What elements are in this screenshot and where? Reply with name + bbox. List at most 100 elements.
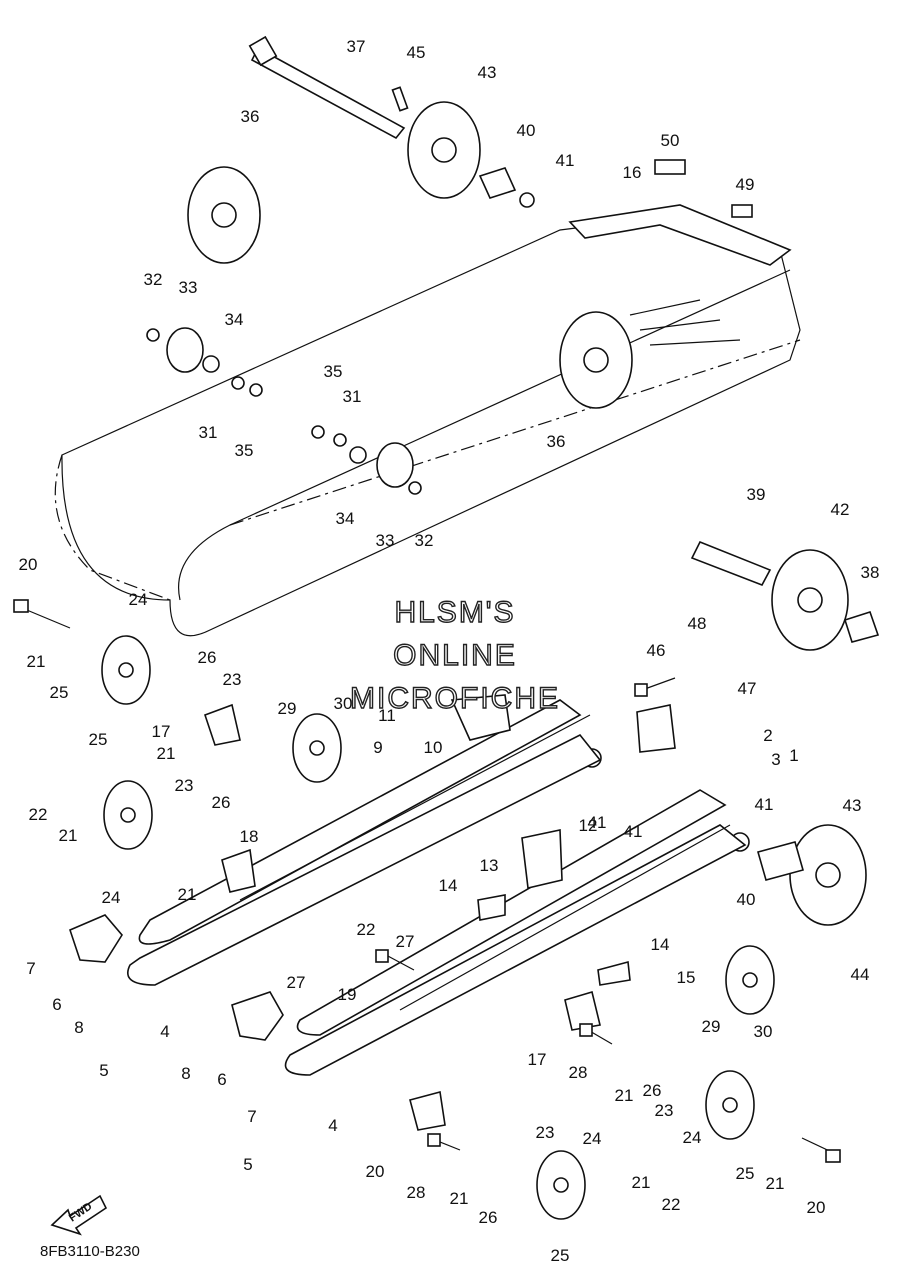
callout-number: 21: [157, 744, 176, 763]
callout-number: 36: [547, 432, 566, 451]
callout-number: 23: [175, 776, 194, 795]
callout-number: 32: [144, 270, 163, 289]
track-clips: [568, 159, 792, 346]
callout-number: 46: [647, 641, 666, 660]
callout-number: 31: [199, 423, 218, 442]
callout-number: 48: [688, 614, 707, 633]
callout-number: 29: [702, 1017, 721, 1036]
fwd-arrow: FWD: [50, 1194, 108, 1236]
callout-number: 35: [235, 441, 254, 460]
callout-number: 1: [789, 746, 798, 765]
callout-number: 38: [861, 563, 880, 582]
callout-number: 4: [328, 1116, 337, 1135]
callout-number: 20: [19, 555, 38, 574]
callout-number: 27: [287, 973, 306, 992]
callout-number: 8: [181, 1064, 190, 1083]
callout-number: 49: [736, 175, 755, 194]
callout-number: 17: [152, 722, 171, 741]
callout-number: 26: [479, 1208, 498, 1227]
callout-number: 43: [843, 796, 862, 815]
callout-number: 40: [737, 890, 756, 909]
callout-number: 7: [26, 959, 35, 978]
track-belt: [54, 214, 801, 637]
callout-number: 47: [738, 679, 757, 698]
callout-number: 29: [278, 699, 297, 718]
callout-number: 20: [807, 1198, 826, 1217]
callout-number: 5: [243, 1155, 252, 1174]
callout-number: 23: [536, 1123, 555, 1142]
callout-number: 25: [736, 1164, 755, 1183]
callout-number: 45: [407, 43, 426, 62]
callout-number: 11: [378, 706, 396, 725]
callout-number: 41: [556, 151, 575, 170]
brackets: [69, 694, 676, 1131]
callout-number: 21: [450, 1189, 469, 1208]
callout-number: 42: [831, 500, 850, 519]
callout-number: 34: [225, 310, 244, 329]
callout-number: 22: [662, 1195, 681, 1214]
callout-number: 4: [160, 1022, 169, 1041]
callout-number: 12: [579, 816, 598, 835]
callout-number: 14: [439, 876, 458, 895]
callout-number: 8: [74, 1018, 83, 1037]
callout-number: 15: [677, 968, 696, 987]
callout-number: 22: [357, 920, 376, 939]
callout-number: 33: [376, 531, 395, 550]
callout-number: 9: [373, 738, 382, 757]
callout-number: 13: [480, 856, 499, 875]
callout-number: 23: [223, 670, 242, 689]
shaft: [248, 35, 409, 140]
callout-number: 25: [89, 730, 108, 749]
callout-number: 26: [198, 648, 217, 667]
callout-number: 50: [661, 131, 680, 150]
callout-number: 39: [747, 485, 766, 504]
bolts: [13, 599, 841, 1163]
diagram-code: 8FB3110-B230: [40, 1243, 140, 1260]
callout-number: 25: [50, 683, 69, 702]
callout-number: 24: [129, 590, 148, 609]
callout-number: 25: [551, 1246, 570, 1265]
callout-number: 10: [424, 738, 443, 757]
callout-number: 36: [241, 107, 260, 126]
callout-number: 3: [771, 750, 780, 769]
wheels: [101, 101, 867, 1220]
callout-number: 43: [478, 63, 497, 82]
callout-number: 40: [517, 121, 536, 140]
callout-number: 21: [59, 826, 78, 845]
callout-number: 7: [247, 1107, 256, 1126]
callout-number: 6: [217, 1070, 226, 1089]
callout-number: 33: [179, 278, 198, 297]
callout-number: 21: [27, 652, 46, 671]
callout-number: 17: [528, 1050, 547, 1069]
watermark-line: HLSM'S: [394, 596, 515, 629]
callout-number: 21: [766, 1174, 785, 1193]
watermark: HLSM'S ONLINE MICROFICHE: [349, 595, 560, 715]
callout-number: 30: [754, 1022, 773, 1041]
callout-number: 41: [624, 822, 643, 841]
callout-number: 28: [569, 1063, 588, 1082]
callout-number: 19: [338, 985, 357, 1004]
callout-number: 44: [851, 965, 870, 984]
callout-number: 23: [655, 1101, 674, 1120]
callout-number: 14: [651, 935, 670, 954]
callout-number: 34: [336, 509, 355, 528]
callout-number: 18: [240, 827, 259, 846]
callout-number: 24: [583, 1129, 602, 1148]
spacers: [146, 167, 880, 881]
callout-number: 27: [396, 932, 415, 951]
callout-number: 5: [99, 1061, 108, 1080]
watermark-line: MICROFICHE: [350, 682, 560, 715]
callout-number: 30: [334, 694, 353, 713]
callout-number: 22: [29, 805, 48, 824]
callout-number: 26: [212, 793, 231, 812]
callout-number: 6: [52, 995, 61, 1014]
callout-number: 2: [763, 726, 772, 745]
callout-number: 31: [343, 387, 362, 406]
callout-number: 21: [615, 1086, 634, 1105]
callout-number: 35: [324, 362, 343, 381]
callout-number: 26: [643, 1081, 662, 1100]
callout-number: 41: [755, 795, 774, 814]
callout-number: 21: [632, 1173, 651, 1192]
